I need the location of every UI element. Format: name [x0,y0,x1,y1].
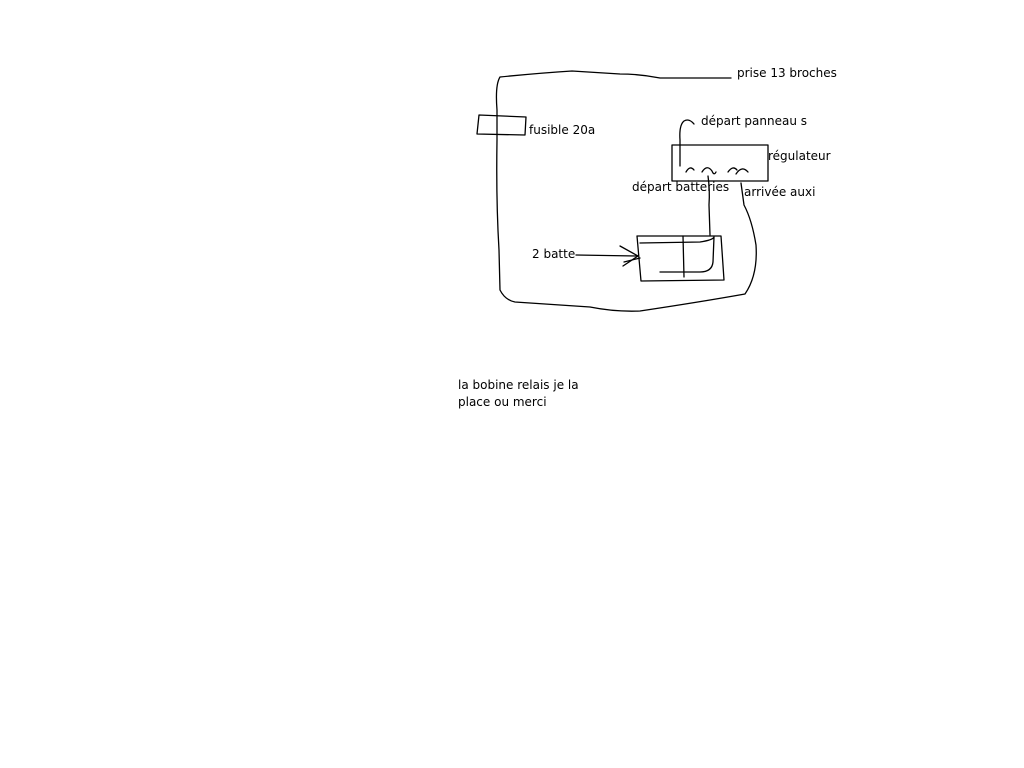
label-fusible: fusible 20a [529,123,596,137]
note-line-2: place ou merci [458,395,547,409]
label-depart-panneau: départ panneau s [701,114,808,128]
panel-wire [679,119,695,167]
regulator-terminal-3 [727,167,738,173]
label-batte: 2 batte [532,247,576,261]
label-prise-13-broches: prise 13 broches [737,66,837,80]
regulator-terminal-1 [685,167,695,173]
label-depart-batteries: départ batteries [632,180,730,194]
label-arrivee-auxi: arrivée auxi [744,185,816,199]
question-note: la bobine relais je la place ou merci [458,377,579,411]
regulator-terminal-2 [701,167,717,175]
battery-divider [682,235,685,278]
battery-departure-wire [707,175,711,236]
regulator-terminal-4 [735,168,749,175]
fuse-box [476,114,527,136]
main-wire-loop [495,70,757,312]
note-line-1: la bobine relais je la [458,378,579,392]
regulator-box [671,144,769,182]
batte-arrow-tail [623,257,641,263]
batte-arrow-line [575,254,638,257]
battery-inner-wiring [639,236,715,273]
label-regulateur: régulateur [768,149,831,163]
batte-arrow-head [619,245,639,267]
battery-box [636,235,725,282]
